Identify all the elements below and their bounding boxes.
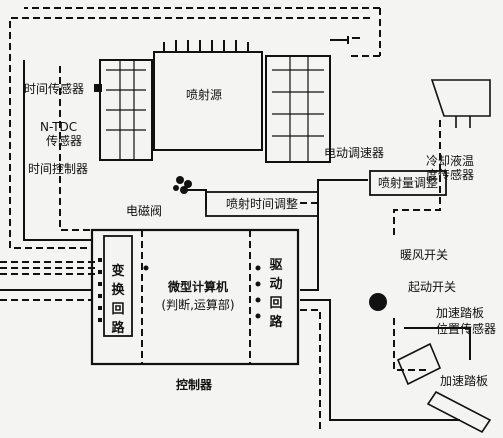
- governor-mechanism: [265, 55, 331, 163]
- controller-label: 控制器: [176, 378, 213, 392]
- solenoid-valve-label: 电磁阀: [126, 204, 163, 218]
- microcomputer-text-1: 微型计算机: [167, 280, 228, 294]
- left-signal-line: [23, 60, 92, 241]
- pedal-switch-line: [393, 318, 430, 371]
- coolant-sensor-line: [393, 120, 441, 235]
- timing-sensor-marker: [94, 84, 102, 92]
- pedal-sensor-line: [404, 327, 471, 360]
- injection-timing-text: 喷射时间调整: [225, 197, 298, 211]
- converter-box: [103, 235, 133, 337]
- pedal-sensor-label-1: 加速踏板: [436, 306, 485, 320]
- coolant-temp-label-2: 度传感器: [426, 168, 475, 182]
- drive-circuit-text: 驱动回路: [269, 258, 283, 330]
- accel-pedal-drawing: [426, 390, 492, 434]
- controller-box: [90, 228, 300, 366]
- bottom-right-line-1: [300, 299, 460, 421]
- injection-quantity-box: [369, 170, 447, 196]
- pump-body: [153, 51, 263, 151]
- right-dashed-signal-line: [24, 7, 381, 57]
- ntdc-label-1: N-TDC: [40, 120, 78, 134]
- coolant-temp-label-1: 冷却液温: [426, 154, 475, 168]
- injection-source-label: 喷射源: [186, 88, 223, 102]
- sensor-probe: [330, 36, 360, 44]
- microcomputer-text-2: (判断,运算部): [161, 298, 235, 312]
- timing-controller-label: 时间控制器: [28, 162, 89, 176]
- converter-circuit-text: 变换回路: [111, 264, 125, 336]
- valve-link-line: [186, 189, 207, 210]
- pump-top-studs: [163, 40, 249, 52]
- injection-quantity-text: 喷射量调整: [377, 176, 438, 190]
- converter-connection-dots: [98, 258, 102, 322]
- injection-timing-box: [205, 191, 319, 217]
- accel-pedal-label: 加速踏板: [440, 374, 489, 388]
- outer-dashed-signal-line: [9, 17, 370, 249]
- pedal-sensor-label-2: 位置传感器: [436, 322, 497, 336]
- ntdc-label-2: 传感器: [46, 134, 83, 148]
- drive-connection-dots: [143, 265, 261, 319]
- electric-governor-label: 电动调速器: [324, 146, 385, 160]
- bottom-right-line-2: [300, 309, 321, 430]
- qty-adjust-line: [300, 179, 368, 291]
- timing-mechanism: [99, 59, 153, 161]
- start-switch-label: 起动开关: [408, 280, 457, 294]
- timing-sensor-label: 时间传感器: [24, 82, 85, 96]
- switch-node: [369, 293, 387, 311]
- heater-switch-label: 暖风开关: [400, 248, 449, 262]
- pedal-sensor-drawing: [396, 342, 442, 386]
- solenoid-valve-icon: [173, 176, 192, 194]
- coolant-sensor-drawing: [430, 79, 491, 128]
